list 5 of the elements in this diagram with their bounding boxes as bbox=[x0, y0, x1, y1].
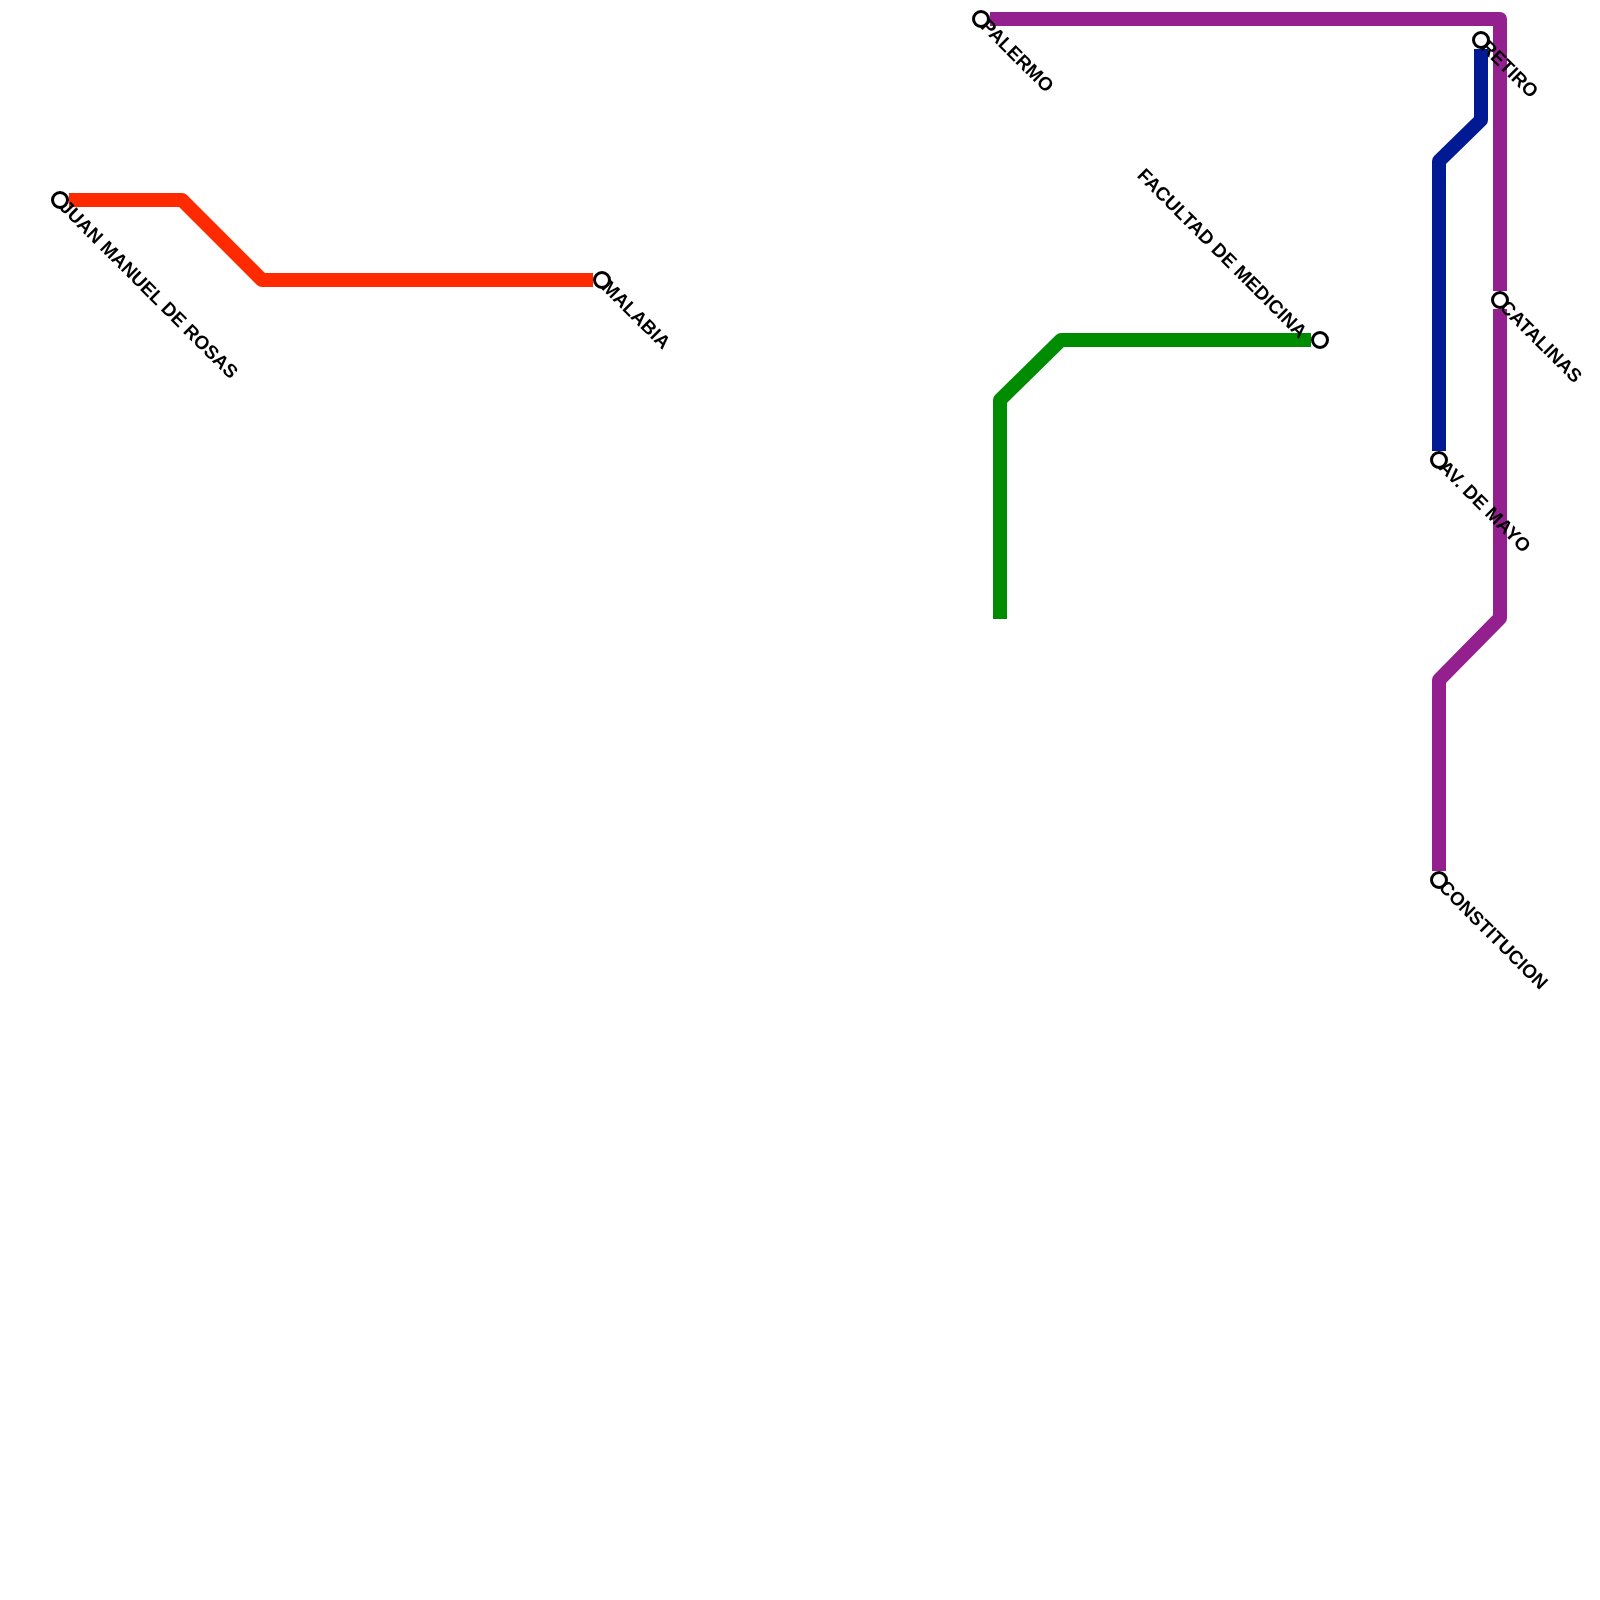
metro-line bbox=[993, 333, 1311, 619]
metro-line bbox=[990, 12, 1507, 291]
metro-line bbox=[1432, 49, 1488, 451]
metro-line bbox=[1432, 309, 1507, 871]
metro-line bbox=[69, 193, 593, 287]
